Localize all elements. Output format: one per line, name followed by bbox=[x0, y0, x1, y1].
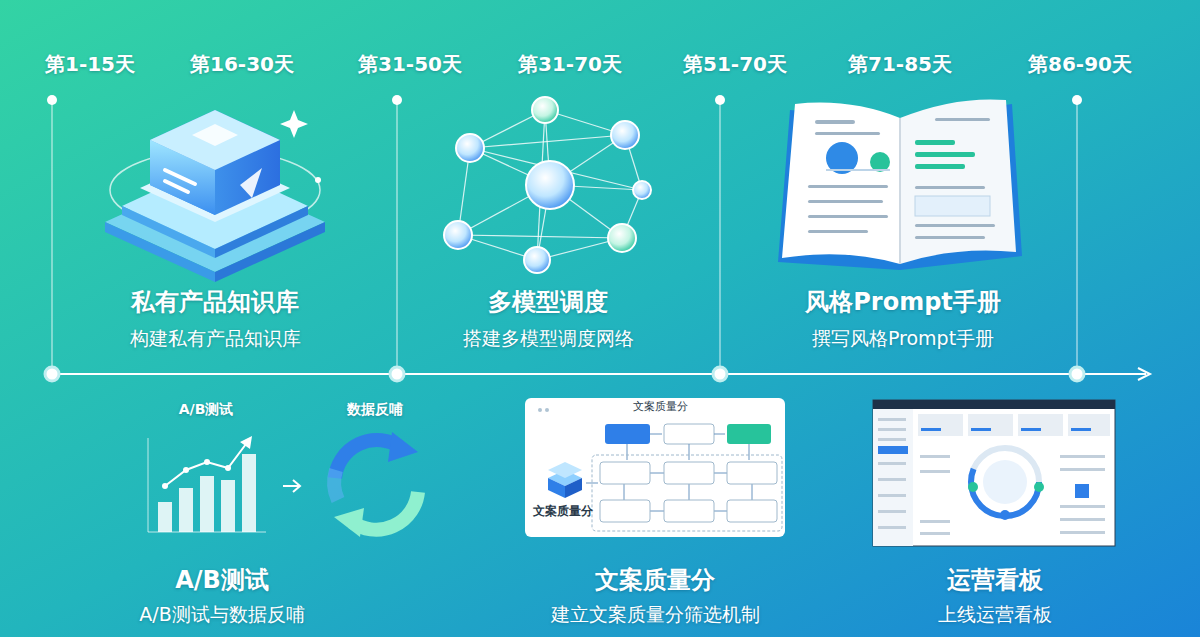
day-range: 第71-85天 bbox=[848, 52, 952, 76]
timeline-dots bbox=[47, 95, 1082, 105]
phase-subtitle: 建立文案质量分筛选机制 bbox=[551, 603, 760, 626]
phase-title: 风格Prompt手册 bbox=[805, 288, 1001, 317]
icon-caption: 数据反哺 bbox=[347, 401, 403, 418]
phase-subtitle: 搭建多模型调度网络 bbox=[463, 327, 634, 350]
day-range: 第31-50天 bbox=[358, 52, 462, 76]
feedback-cycle-icon bbox=[334, 432, 418, 537]
phase-title: 运营看板 bbox=[947, 566, 1043, 595]
day-range: 第31-70天 bbox=[518, 52, 622, 76]
card-header: 文案质量分 bbox=[633, 400, 688, 413]
card-side-label: 文案质量分 bbox=[533, 504, 593, 518]
flow-card: 文案质量分文案质量分 bbox=[525, 398, 785, 537]
dashboard-screenshot bbox=[873, 400, 1115, 546]
day-range: 第1-15天 bbox=[45, 52, 135, 76]
model-network-icon bbox=[444, 97, 651, 273]
phase-title: A/B测试 bbox=[175, 566, 269, 595]
phase-subtitle: 构建私有产品知识库 bbox=[130, 327, 301, 350]
timeline-axis bbox=[48, 373, 1146, 375]
prompt-book-icon bbox=[778, 99, 1022, 270]
phase-title: 文案质量分 bbox=[595, 566, 715, 595]
ab-chart-icon bbox=[148, 436, 300, 532]
axis-dots bbox=[45, 367, 1084, 381]
phase-subtitle: 撰写风格Prompt手册 bbox=[812, 327, 994, 350]
knowledge-base-icon bbox=[105, 110, 325, 282]
phase-separators bbox=[52, 100, 1077, 374]
quality-flow-card bbox=[525, 398, 785, 537]
day-range: 第51-70天 bbox=[683, 52, 787, 76]
phase-subtitle: 上线运营看板 bbox=[938, 603, 1052, 626]
phase-title: 私有产品知识库 bbox=[131, 288, 299, 317]
phase-subtitle: A/B测试与数据反哺 bbox=[139, 603, 304, 626]
icon-caption: A/B测试 bbox=[179, 401, 234, 418]
day-range: 第86-90天 bbox=[1028, 52, 1132, 76]
phase-title: 多模型调度 bbox=[488, 288, 608, 317]
day-range: 第16-30天 bbox=[190, 52, 294, 76]
axis-arrowhead bbox=[1138, 368, 1150, 380]
